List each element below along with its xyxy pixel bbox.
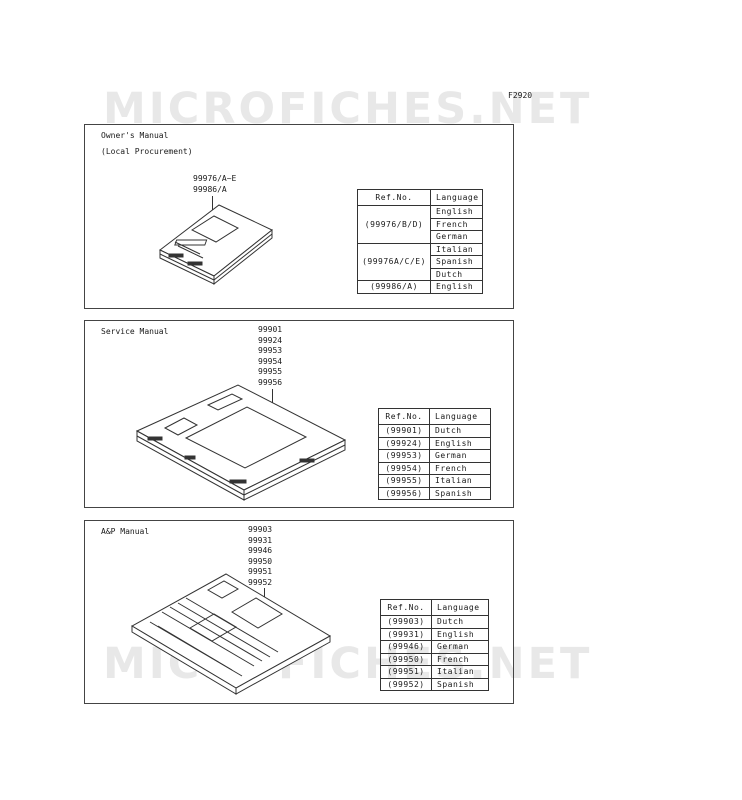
part-number: 99952 [248,577,273,587]
table-header-language: Language [429,408,491,425]
leader-line [264,588,265,600]
table-ref-cell: (99903) [380,615,432,629]
service-manual-title: Service Manual [101,327,169,336]
table-header-ref: Ref.No. [380,599,432,616]
part-number: 99931 [248,535,273,545]
ap-manual-panel [84,520,514,704]
table-lang-cell: Dutch [431,615,489,629]
table-ref-cell: (99986/A) [357,280,431,294]
service-ref-table: Ref.No. Language (99901)Dutch (99924)Eng… [378,408,491,500]
service-manual-panel [84,320,514,508]
part-number: 99946 [248,546,273,555]
part-number: 99976/A~E [193,174,237,183]
table-lang-cell: German [431,640,489,654]
table-ref-cell: (99950) [380,652,432,666]
part-number: 99986/A [193,184,227,194]
table-lang-cell: French [431,652,489,666]
part-number: 99956 [258,377,283,387]
table-ref-cell: (99946) [380,640,432,654]
ap-part-numbers: 99903 99931 99946 99950 99951 99952 [248,525,272,588]
table-lang-cell: English [430,280,483,294]
part-number: 99950 [248,556,273,566]
part-number: 99901 [258,325,283,334]
part-number: 99954 [258,356,283,366]
table-ref-cell: (99931) [380,627,432,641]
owners-ref-table: Ref.No. Language (99976/B/D) English Fre… [357,189,483,294]
table-header-language: Language [431,599,489,616]
table-ref-cell: (99956) [378,486,430,500]
leader-line [212,196,213,214]
owners-manual-subtitle: (Local Procurement) [101,147,193,156]
leader-line [272,389,273,403]
figure-code: F2920 [508,91,533,100]
table-ref-cell: (99976A/C/E) [357,242,431,281]
owners-manual-panel [84,124,514,309]
ap-ref-table: Ref.No. Language (99903)Dutch (99931)Eng… [380,599,489,691]
ap-manual-title: A&P Manual [101,527,150,536]
service-part-numbers: 99901 99924 99953 99954 99955 99956 [258,325,282,388]
table-lang-cell: Spanish [431,677,489,691]
part-number: 99903 [248,525,273,534]
table-lang-cell: Spanish [429,486,491,500]
table-lang-cell: English [431,627,489,641]
table-lang-cell: Italian [431,665,489,679]
part-number: 99955 [258,367,283,376]
table-ref-cell: (99952) [380,677,432,691]
owners-manual-title: Owner's Manual [101,131,169,140]
table-ref-cell: (99976/B/D) [357,205,431,244]
table-header-ref: Ref.No. [357,189,431,206]
table-ref-cell: (99951) [380,665,432,679]
owners-part-numbers: 99976/A~E 99986/A [193,174,236,195]
part-number: 99924 [258,335,283,345]
table-header-language: Language [430,189,483,206]
watermark-top: MICROFICHES.NET [103,84,593,134]
table-lang-cell: English [429,436,491,450]
part-number: 99953 [258,346,283,355]
part-number: 99951 [248,567,273,576]
